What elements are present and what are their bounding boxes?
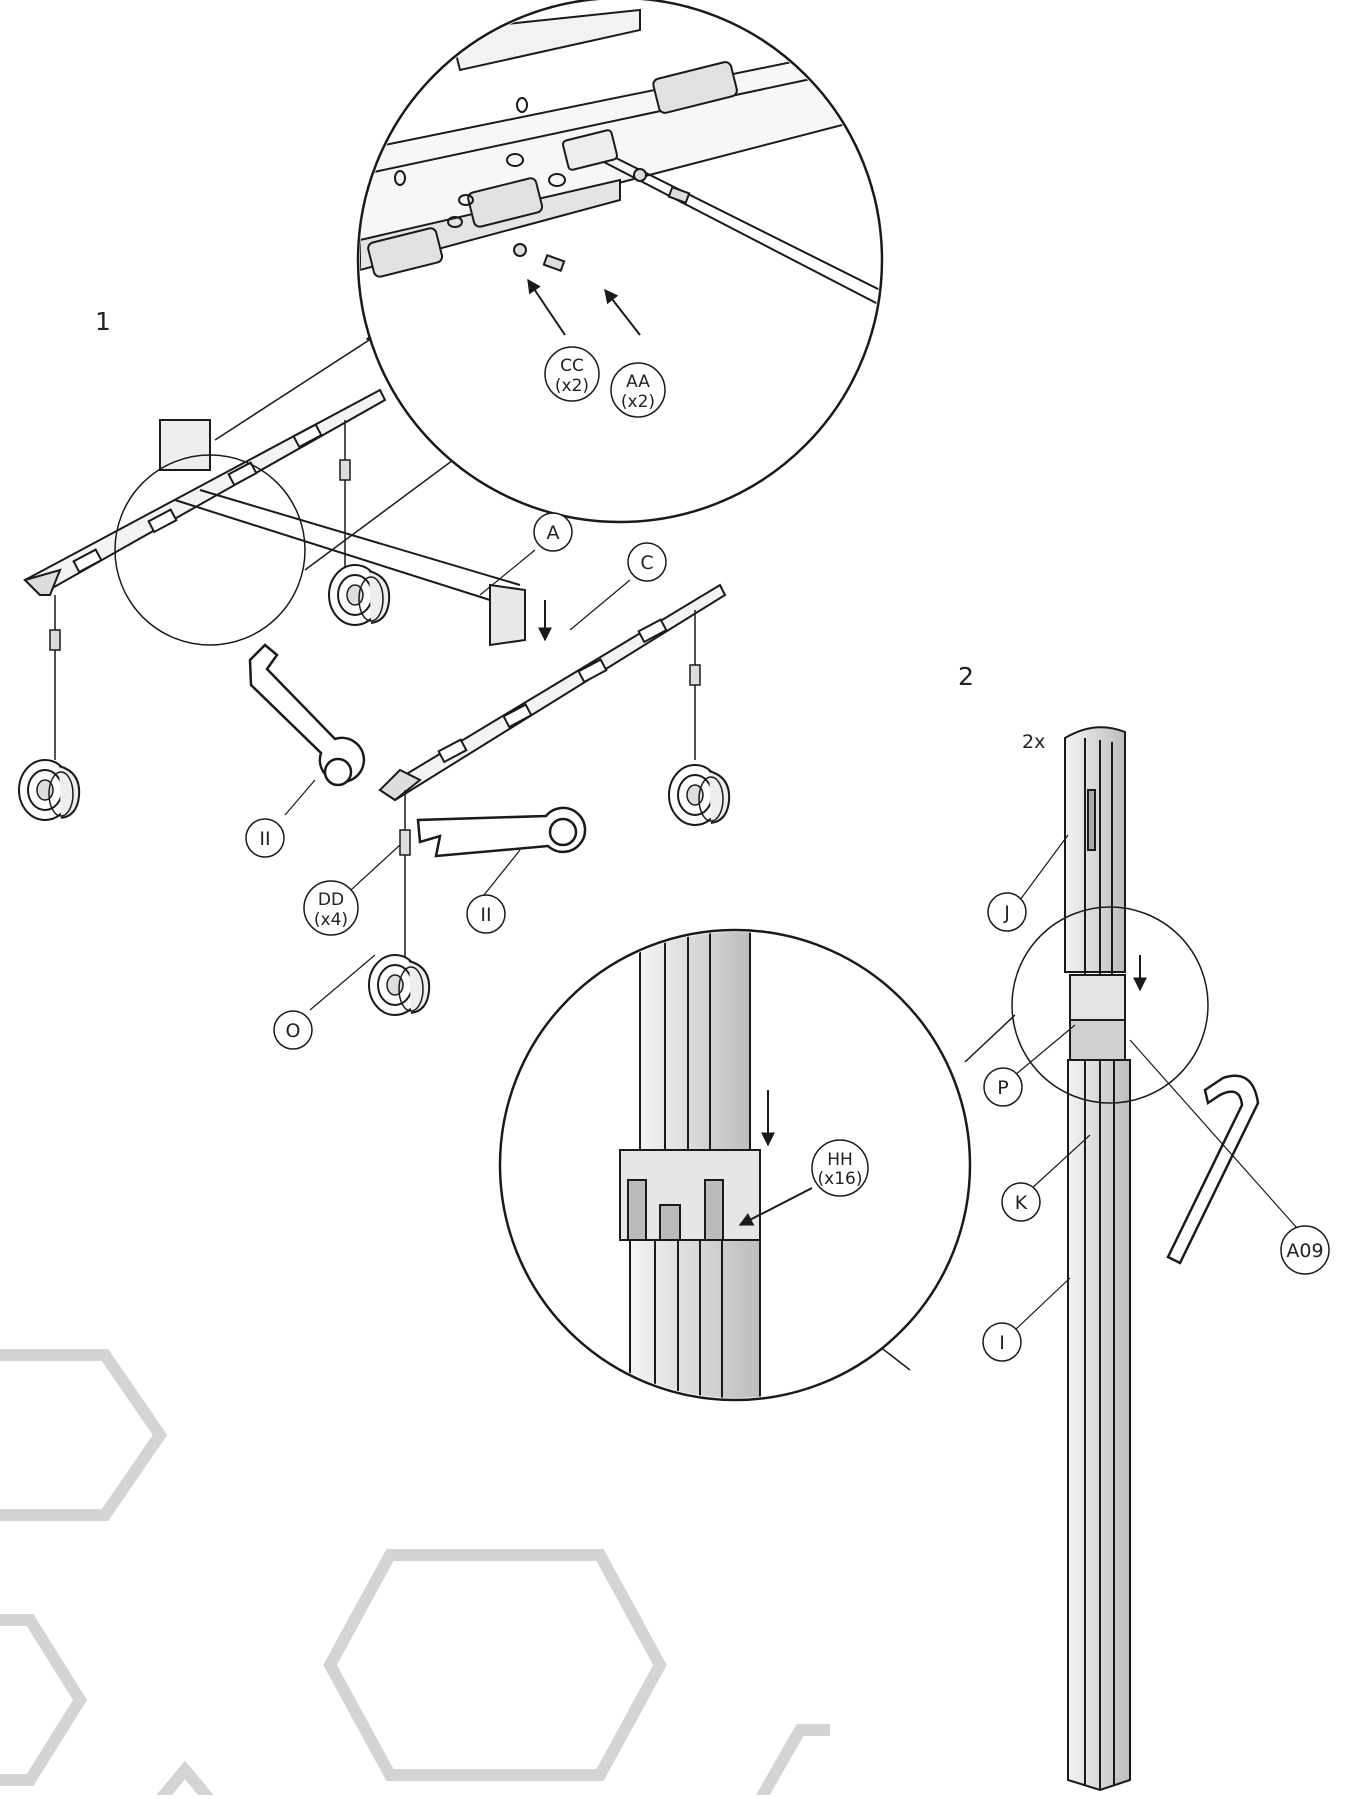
wrench-icon xyxy=(248,643,366,787)
callout-c-code: C xyxy=(640,552,653,574)
callout-a-code: A xyxy=(547,522,560,544)
step-2-number: 2 xyxy=(958,662,974,691)
callout-aa-qty: (x2) xyxy=(621,392,655,412)
callout-a: A xyxy=(533,512,573,552)
step-1-number: 1 xyxy=(95,307,111,336)
callout-hh-code: HH xyxy=(827,1150,853,1170)
callout-a09: A09 xyxy=(1280,1225,1330,1275)
caster-stems xyxy=(49,420,701,960)
callout-p: P xyxy=(983,1067,1023,1107)
callout-j-code: J xyxy=(1003,902,1010,924)
callout-dd: DD (x4) xyxy=(303,880,359,936)
callout-a09-code: A09 xyxy=(1286,1240,1323,1262)
callout-cc-qty: (x2) xyxy=(555,376,589,396)
callout-hh-qty: (x16) xyxy=(818,1169,863,1189)
callout-aa: AA (x2) xyxy=(610,362,666,418)
callout-k: K xyxy=(1001,1182,1041,1222)
callout-ii-left-code: II xyxy=(259,828,270,850)
leader-lines-step2 xyxy=(1014,834,1306,1331)
callout-cc: CC (x2) xyxy=(544,346,600,402)
callout-dd-qty: (x4) xyxy=(314,910,348,930)
detail-circle-1 xyxy=(356,0,884,524)
callout-i: I xyxy=(982,1322,1022,1362)
callout-i-code: I xyxy=(999,1332,1005,1354)
wrench-icon xyxy=(416,806,587,858)
callout-aa-code: AA xyxy=(626,372,650,392)
detail-circle-2 xyxy=(498,928,972,1402)
callout-o: O xyxy=(273,1010,313,1050)
callout-ii-left: II xyxy=(245,818,285,858)
callout-ii-right-code: II xyxy=(480,904,491,926)
step-2-multiplier: 2x xyxy=(1022,731,1045,753)
allen-key-icon xyxy=(1166,1074,1260,1265)
callout-hh: HH (x16) xyxy=(811,1139,869,1197)
detail-source-circle xyxy=(114,454,306,646)
callout-p-code: P xyxy=(997,1077,1008,1099)
hexagon-watermark-icon xyxy=(0,1349,830,1799)
detail-source-circle xyxy=(1011,906,1209,1104)
callout-c: C xyxy=(627,542,667,582)
callout-ii-right: II xyxy=(466,894,506,934)
callout-k-code: K xyxy=(1015,1192,1028,1214)
callout-o-code: O xyxy=(286,1020,301,1042)
callout-j: J xyxy=(987,892,1027,932)
callout-dd-code: DD xyxy=(318,890,344,910)
column xyxy=(1064,726,1131,1792)
callout-cc-code: CC xyxy=(560,356,584,376)
